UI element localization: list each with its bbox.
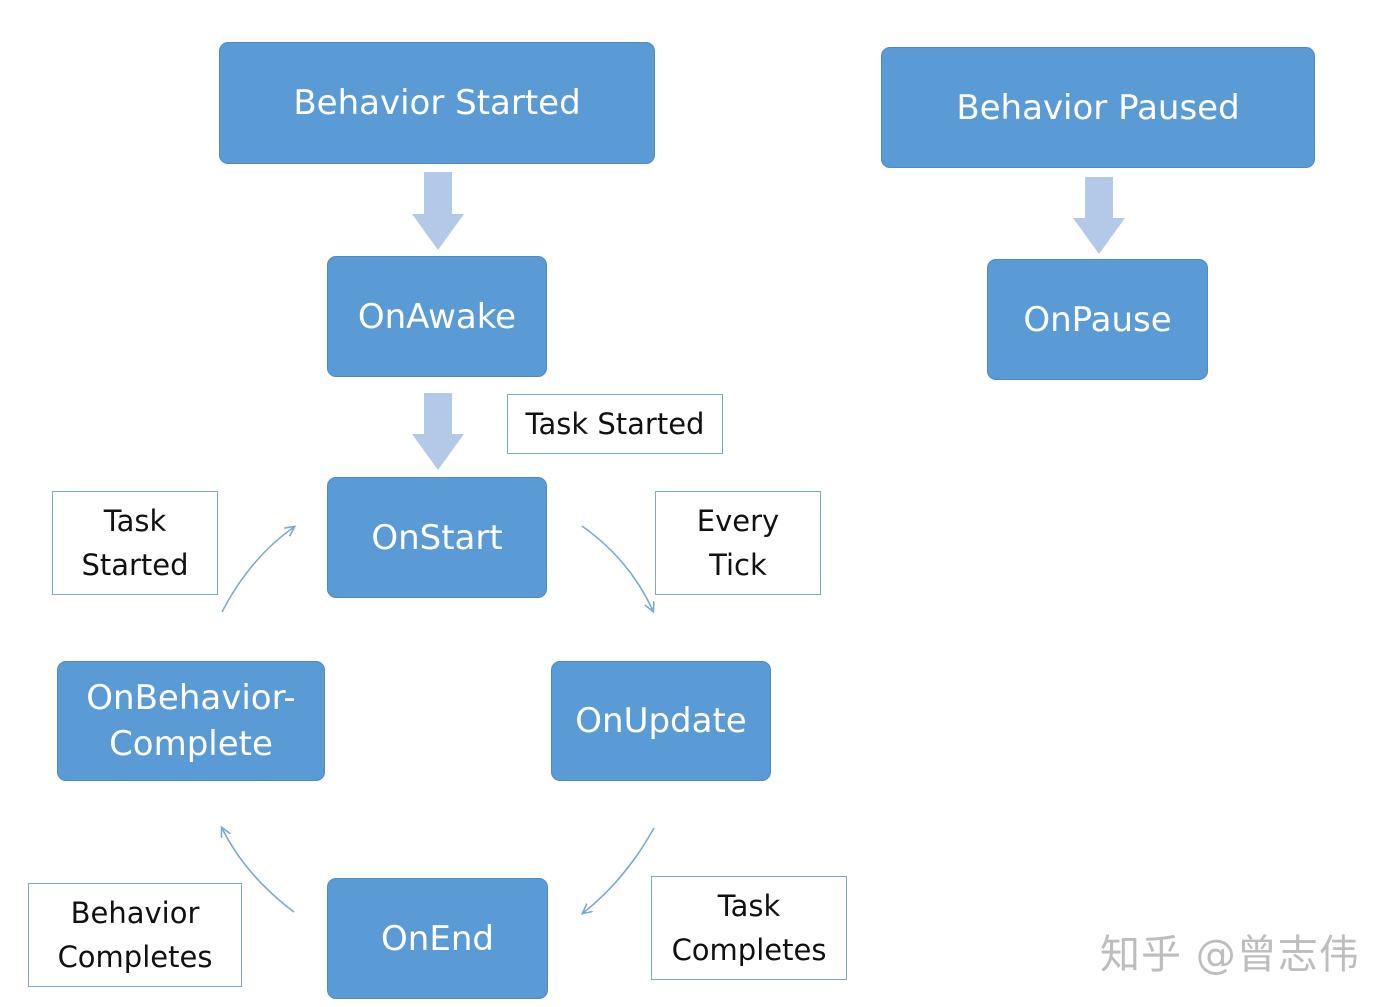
node-onstart: OnStart	[327, 477, 547, 598]
block-arrow-awake-to-start	[412, 393, 464, 470]
node-onpause: OnPause	[987, 259, 1208, 380]
curve-arrow-behavior-complete-to-start	[221, 527, 294, 613]
label-task-started-top: Task Started	[507, 394, 723, 454]
node-behavior-paused: Behavior Paused	[881, 47, 1315, 168]
node-onbehavior-complete: OnBehavior- Complete	[57, 661, 325, 781]
node-behavior-started: Behavior Started	[219, 42, 655, 164]
label-every-tick: Every Tick	[655, 491, 821, 595]
node-onupdate: OnUpdate	[551, 661, 771, 781]
watermark: 知乎 @曾志伟	[1100, 932, 1360, 978]
curve-arrow-start-to-update	[581, 525, 653, 611]
curve-arrow-end-to-behavior-complete	[222, 828, 295, 913]
label-task-started-left: Task Started	[52, 491, 218, 595]
label-task-completes: Task Completes	[651, 876, 847, 980]
block-arrow-started-to-awake	[412, 172, 464, 250]
node-onend: OnEnd	[327, 878, 548, 999]
block-arrow-paused-to-pause	[1073, 177, 1125, 254]
node-onawake: OnAwake	[327, 256, 547, 377]
label-behavior-completes: Behavior Completes	[28, 883, 242, 987]
curve-arrow-update-to-end	[583, 827, 655, 913]
